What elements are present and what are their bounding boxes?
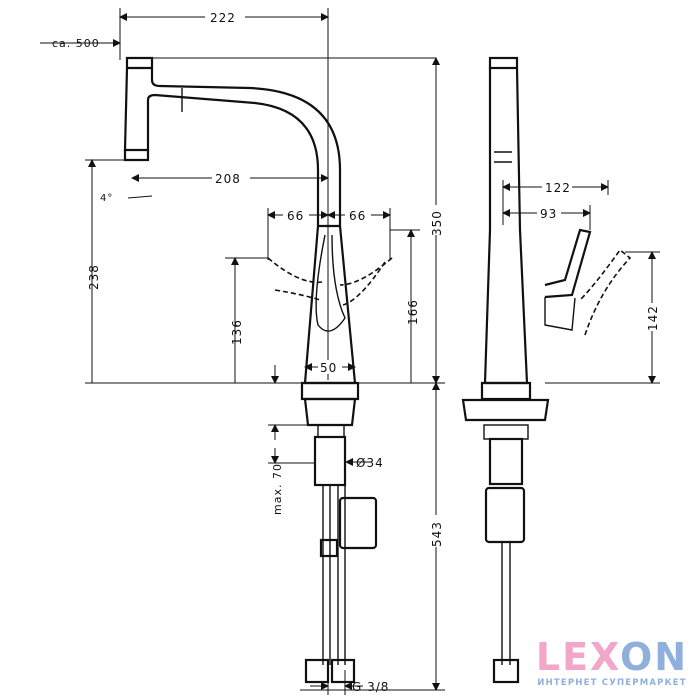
side-view-faucet [461,56,632,684]
shank [313,435,347,487]
side-body [483,67,529,385]
side-lever [544,228,592,299]
dim-ca500: ca. 500 [52,37,100,50]
spout-lower-edge [123,67,320,226]
lexon-logo: LEXON ИНТЕРНЕТ СУПЕРМАРКЕТ [532,638,692,688]
dim-136: 136 [230,319,244,345]
dim-350: 350 [430,210,444,236]
dim-93: 93 [540,207,557,221]
dim-166: 166 [406,299,420,325]
dim-543: 543 [430,521,444,547]
logo-subtitle: ИНТЕРНЕТ СУПЕРМАРКЕТ [537,678,687,688]
dim-208: 208 [215,172,241,186]
base-plate [303,397,357,427]
side-dimensions: 122 93 142 [502,180,660,384]
logo-text: LEXON [535,635,689,679]
hose-nut-left [304,658,330,684]
dim-222: 222 [210,11,236,25]
hose-nut-right [330,658,356,684]
lever [315,234,346,332]
dim-66-right: 66 [349,209,366,223]
faucet-body [303,224,357,385]
base-ring [300,381,360,401]
dim-g38: G 3/8 [352,680,389,694]
dim-122: 122 [545,181,571,195]
spout-upper-edge [150,68,342,226]
dim-4deg: 4° [100,193,113,204]
connector-box [338,496,378,550]
dim-142: 142 [646,305,660,331]
front-view-faucet [123,56,393,684]
dim-66-left: 66 [287,209,304,223]
dim-50: 50 [320,361,337,375]
dim-d34: Ø34 [356,456,384,470]
dim-max70: max. 70 [271,463,284,515]
spout-nozzle [123,150,150,162]
side-connector-box [484,486,526,544]
front-dimensions: 222 ca. 500 238 208 4° 66 66 136 166 50 … [40,8,445,695]
dim-238: 238 [87,264,101,290]
spout-head-top [125,56,154,70]
